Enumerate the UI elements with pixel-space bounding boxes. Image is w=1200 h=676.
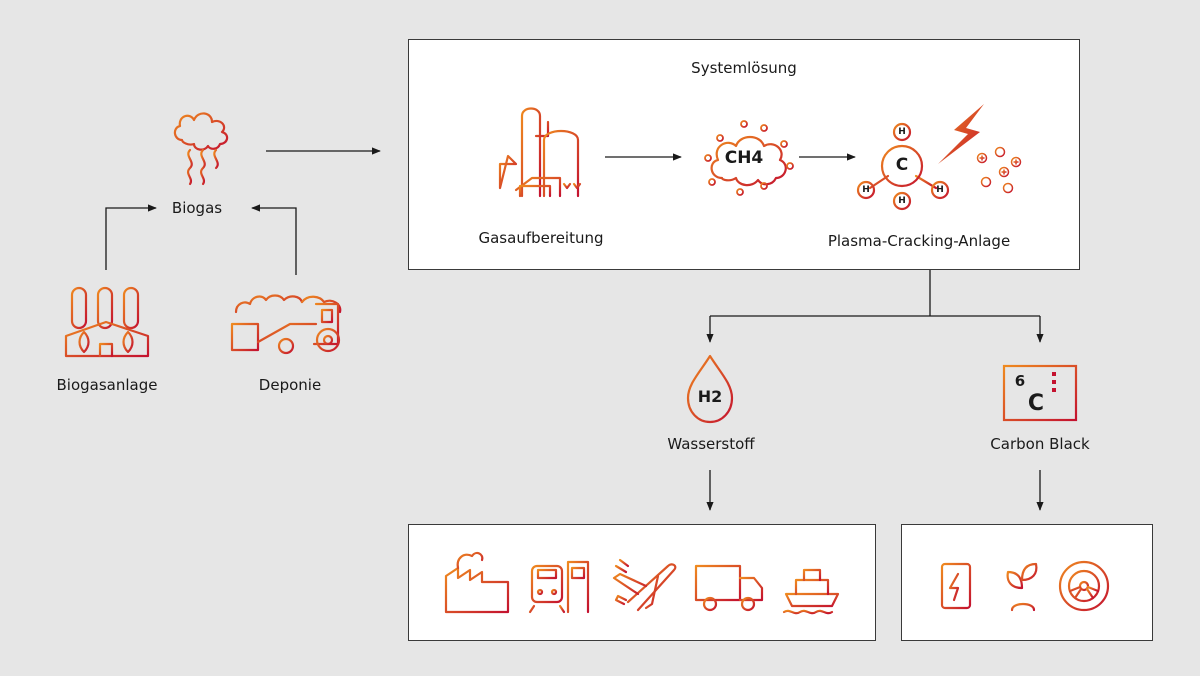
plant-icon xyxy=(1002,562,1046,612)
methane-cloud-icon xyxy=(704,120,794,196)
tire-icon xyxy=(1058,560,1110,612)
methane-formula: CH4 xyxy=(724,148,764,168)
systemloesung-box xyxy=(408,39,1080,270)
arrow-deponie-to-biogas xyxy=(251,204,297,275)
ions-icon xyxy=(976,146,1022,194)
deponie-icon xyxy=(230,294,342,355)
biogas-cloud-icon xyxy=(173,112,229,186)
hydrogen-drop-icon xyxy=(686,354,734,424)
gasaufbereitung-label: Gasaufbereitung xyxy=(478,229,604,247)
plasma-cracking-label: Plasma-Cracking-Anlage xyxy=(827,232,1011,250)
train-icon xyxy=(528,560,590,614)
deponie-label: Deponie xyxy=(258,376,322,394)
h2-formula: H2 xyxy=(697,387,723,406)
battery-icon xyxy=(940,556,972,610)
biogasanlage-label: Biogasanlage xyxy=(56,376,158,394)
ship-icon xyxy=(782,560,840,615)
hydrogen-atom-top: H xyxy=(898,127,906,137)
element-number: 6 xyxy=(1014,372,1026,390)
biogasanlage-icon xyxy=(64,273,150,358)
carbon-element-icon xyxy=(1002,364,1078,422)
element-symbol: C xyxy=(1027,391,1045,416)
carbon-atom-label: C xyxy=(895,155,909,175)
biogas-label: Biogas xyxy=(171,199,223,217)
hydrogen-atom-left: H xyxy=(862,185,870,195)
connectors xyxy=(105,147,1044,511)
gasaufbereitung-icon xyxy=(492,107,590,198)
systemloesung-label: Systemlösung xyxy=(691,59,797,77)
hydrogen-atom-right: H xyxy=(936,185,944,195)
methane-molecule-icon xyxy=(856,122,950,211)
airplane-icon xyxy=(612,558,677,612)
carbon-black-label: Carbon Black xyxy=(990,435,1090,453)
wasserstoff-label: Wasserstoff xyxy=(667,435,755,453)
lightning-icon xyxy=(938,104,984,164)
hydrogen-atom-bottom: H xyxy=(898,196,906,206)
arrow-biogasanlage-to-biogas xyxy=(105,204,157,270)
industry-icon xyxy=(444,551,510,614)
truck-icon xyxy=(694,564,764,612)
